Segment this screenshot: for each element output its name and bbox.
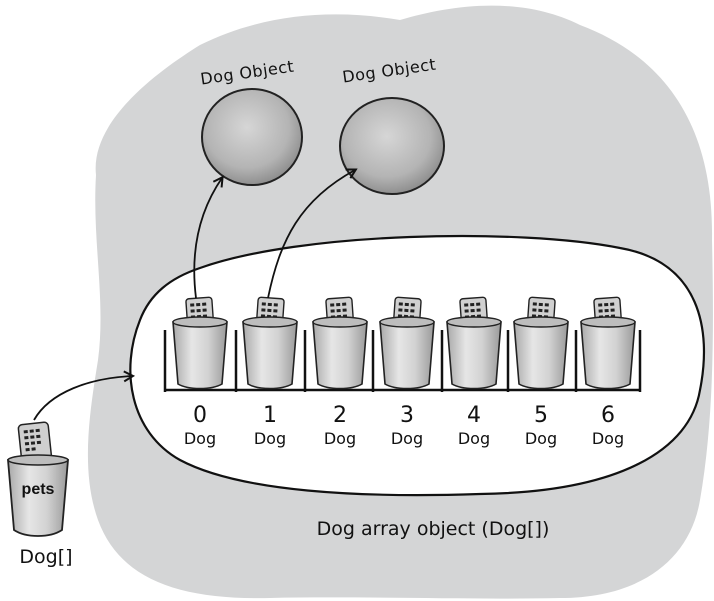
slot-cup-rim <box>242 316 298 328</box>
dog-object-1-ball <box>201 88 303 186</box>
array-slot-5 <box>513 296 569 390</box>
reference-arrow-slot-1 <box>267 170 355 299</box>
dog-object-2-ball <box>339 97 445 195</box>
dog-object-2: Dog Object <box>339 55 445 195</box>
array-slot-0 <box>172 296 228 390</box>
pets-variable: pets Dog[] <box>7 421 73 568</box>
pets-cup <box>7 459 69 537</box>
slot-cup <box>379 321 435 390</box>
slot-cup <box>312 321 368 390</box>
slot-index-label: 4 <box>467 403 481 428</box>
slot-type-label: Dog <box>324 429 356 448</box>
array-slot-3 <box>379 296 435 390</box>
slot-cup <box>513 321 569 390</box>
pets-cup-rim <box>7 454 69 466</box>
slot-index-label: 2 <box>333 403 347 428</box>
slot-cup-rim <box>446 316 502 328</box>
slot-index-label: 3 <box>400 403 414 428</box>
slot-index-label: 6 <box>601 403 615 428</box>
reference-arrow-pets <box>33 376 132 421</box>
slot-cup-rim <box>312 316 368 328</box>
slot-type-label: Dog <box>184 429 216 448</box>
array-slot-2 <box>312 296 368 390</box>
slot-type-label: Dog <box>254 429 286 448</box>
slot-index-label: 1 <box>263 403 277 428</box>
slot-index-label: 5 <box>534 403 548 428</box>
slot-cup-rim <box>172 316 228 328</box>
array-slot-6 <box>580 296 636 390</box>
slot-cup-rim <box>580 316 636 328</box>
slot-type-label: Dog <box>391 429 423 448</box>
slot-cup <box>446 321 502 390</box>
array-slot-4 <box>446 296 502 390</box>
slot-type-label: Dog <box>525 429 557 448</box>
reference-arrow-slot-0 <box>193 178 222 299</box>
array-shelf <box>163 330 642 392</box>
array-slot-1 <box>242 296 298 390</box>
slot-type-label: Dog <box>592 429 624 448</box>
slot-type-label: Dog <box>458 429 490 448</box>
slot-index-label: 0 <box>193 403 207 428</box>
dog-object-1: Dog Object <box>199 57 303 186</box>
slot-cup <box>580 321 636 390</box>
slot-cup <box>242 321 298 390</box>
array-caption: Dog array object (Dog[]) <box>317 518 550 540</box>
slot-cup <box>172 321 228 390</box>
slot-cup-rim <box>513 316 569 328</box>
pets-label: pets <box>22 481 55 498</box>
slot-cup-rim <box>379 316 435 328</box>
array-slots <box>172 296 636 390</box>
pets-type-label: Dog[] <box>19 546 72 568</box>
